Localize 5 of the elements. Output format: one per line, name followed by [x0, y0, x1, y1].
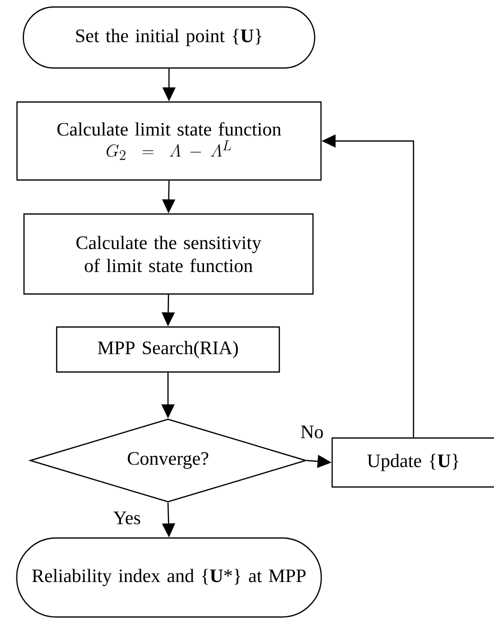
edge-label: Yes: [112, 510, 142, 526]
process-box: Update {U}: [332, 437, 494, 488]
process-box: Calculate limit state function $G_{2} = \mathnormal{\Lambda} - \mathnormal{\Lambda}^{L}$: [16, 101, 322, 181]
process-box: Calculate the sensitivity of limit state function: [23, 213, 314, 295]
process-box: MPP Search(RIA): [56, 326, 280, 373]
